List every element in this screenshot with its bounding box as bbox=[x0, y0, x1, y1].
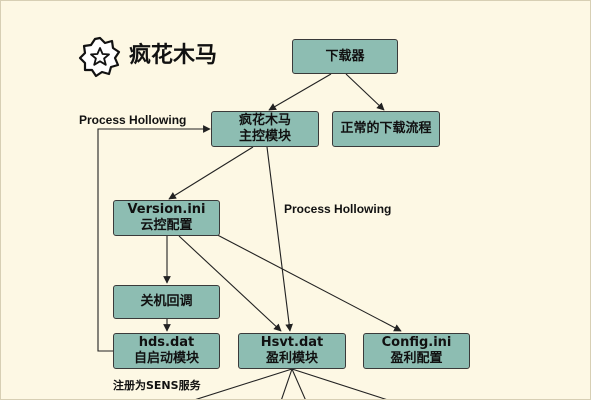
edge-main-to-hsvt bbox=[266, 146, 293, 332]
node-line: 云控配置 bbox=[140, 218, 193, 233]
edge-label-process-hollowing-center: Process Hollowing bbox=[284, 202, 392, 216]
sens-service-note: 注册为SENS服务 bbox=[113, 379, 201, 392]
edge-version-to-config bbox=[205, 228, 402, 332]
node-line: 关机回调 bbox=[140, 294, 193, 309]
downloader-node: 下载器 bbox=[292, 39, 398, 74]
node-line: Config.ini bbox=[381, 335, 452, 350]
node-line: 盈利配置 bbox=[390, 351, 443, 366]
edge-hsvt-fan-4 bbox=[291, 368, 387, 399]
node-line: hds.dat bbox=[138, 335, 195, 350]
diagram-title: 疯花木马 bbox=[129, 43, 218, 68]
edge-downloader-to-main bbox=[268, 73, 332, 111]
node-line: 下载器 bbox=[325, 48, 365, 64]
node-line: 正常的下载流程 bbox=[340, 121, 432, 136]
normal-download-flow-node: 正常的下载流程 bbox=[332, 111, 440, 147]
flower-badge-icon bbox=[78, 35, 122, 83]
node-line: 疯花木马 bbox=[238, 113, 291, 128]
edge-hds-loop-to-main bbox=[97, 125, 211, 352]
edge-hsvt-fan-2 bbox=[281, 368, 293, 399]
edge-main-to-version bbox=[168, 146, 254, 200]
edge-label-process-hollowing-left: Process Hollowing bbox=[79, 113, 187, 127]
node-line: Hsvt.dat bbox=[260, 335, 324, 350]
edge-downloader-to-normal bbox=[345, 73, 385, 111]
edge-hsvt-fan-1 bbox=[195, 368, 293, 399]
edge-version-to-hsvt bbox=[178, 235, 282, 332]
node-line: 盈利模块 bbox=[265, 351, 318, 366]
shutdown-callback-node: 关机回调 bbox=[113, 285, 220, 319]
main-control-module-node: 疯花木马主控模块 bbox=[211, 111, 319, 147]
node-line: Version.ini bbox=[127, 202, 206, 217]
edge-hsvt-fan-3 bbox=[291, 368, 306, 399]
node-line: 自启动模块 bbox=[133, 351, 199, 366]
node-line: 主控模块 bbox=[238, 129, 291, 144]
